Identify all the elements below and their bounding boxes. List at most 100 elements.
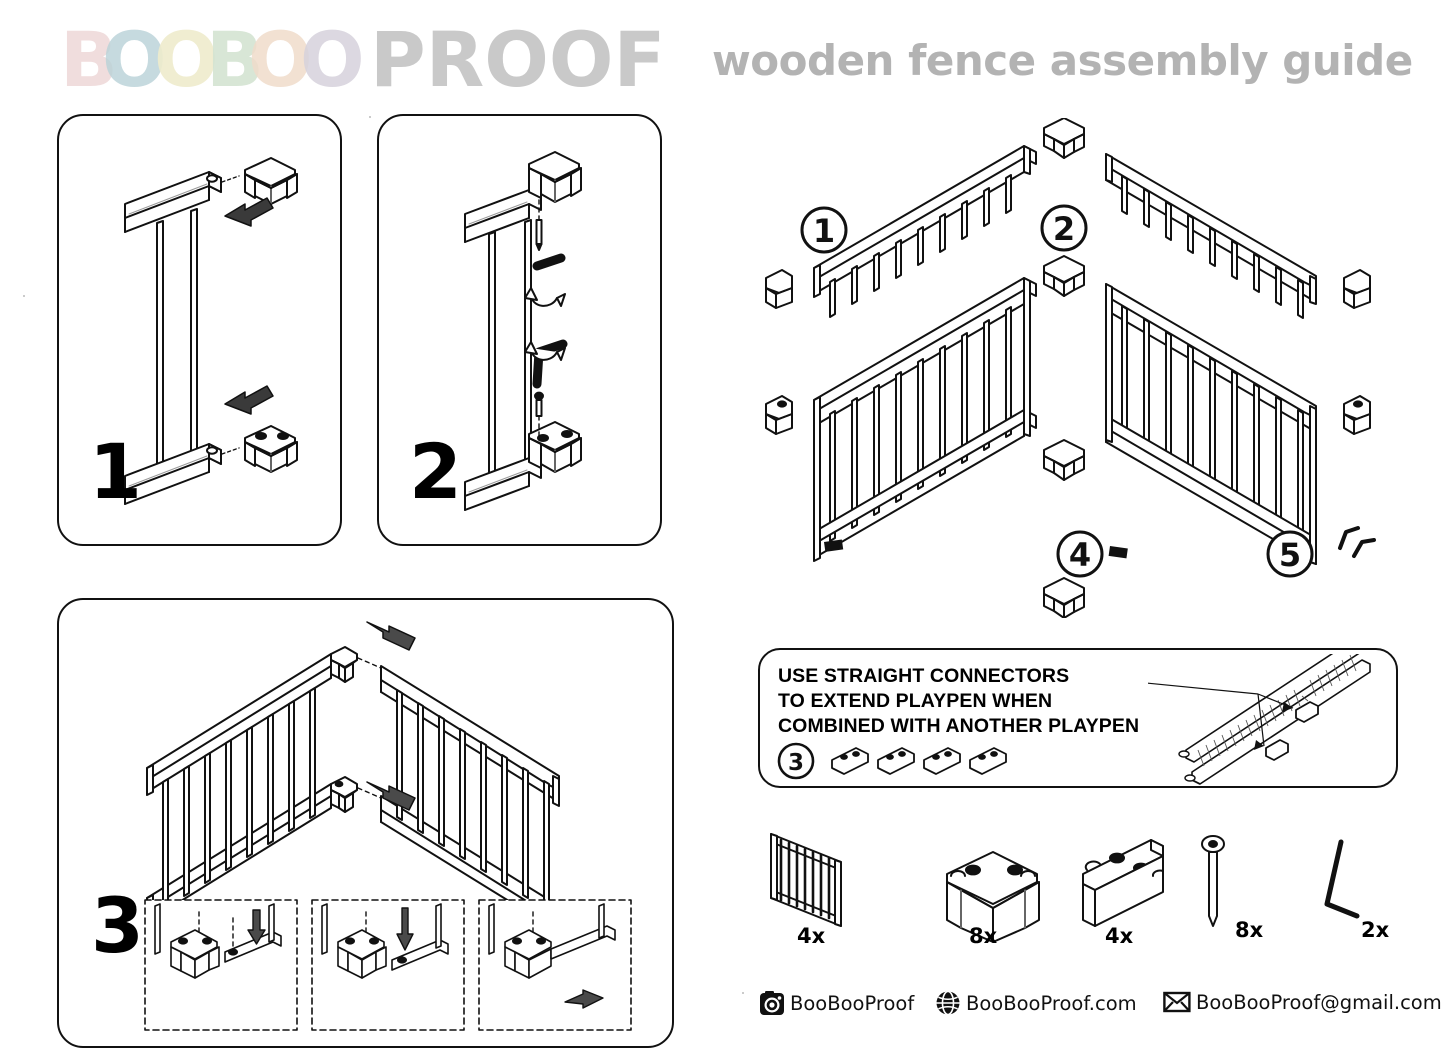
step-panel-3: 3 <box>57 598 674 1048</box>
corner-connector-lower <box>330 776 358 813</box>
corner-connector-icon-left-upper <box>765 269 793 309</box>
extend-diagram <box>1148 654 1371 785</box>
straight-connector-icon-1 <box>831 747 869 775</box>
part-fence-panel <box>770 833 842 927</box>
footer-email-label: BooBooProof@gmail.com <box>1196 990 1442 1014</box>
globe-icon <box>936 990 960 1016</box>
corner-connector-icon-mid-bottom <box>1043 439 1085 481</box>
part-screw <box>1201 835 1225 927</box>
brand-letter-o1: O <box>102 22 167 100</box>
extend-instruction-text: USE STRAIGHT CONNECTORS TO EXTEND PLAYPE… <box>778 664 1168 739</box>
corner-connector-bottom-attached <box>528 421 582 473</box>
envelope-icon <box>1163 991 1191 1013</box>
assembly-arrow-upper <box>366 621 416 651</box>
extend-connectors-row: 3 <box>777 742 1007 780</box>
corner-connector-icon-right-lower <box>1343 395 1371 435</box>
svg-text:3: 3 <box>788 750 804 776</box>
part-qty-fence-panel: 4x <box>797 924 826 948</box>
part-straight-connector <box>1082 839 1164 927</box>
parts-illustrations <box>770 833 1360 943</box>
corner-connector-top-attached <box>528 151 582 203</box>
brand-letter-o4: O <box>300 22 365 100</box>
brand-letter-b2: B <box>206 22 264 100</box>
page-header: B O O B O O PROOF wooden fence assembly … <box>0 0 1445 110</box>
extend-line-2: TO EXTEND PLAYPEN WHEN <box>778 690 1053 712</box>
playpen-illustration: 1 2 4 5 <box>765 117 1376 619</box>
detail-views <box>144 899 632 1031</box>
svg-text:5: 5 <box>1279 536 1301 574</box>
step-number-3: 3 <box>91 881 144 970</box>
straight-connector-icon-3 <box>923 747 961 775</box>
part-qty-corner-connector: 8x <box>969 924 998 948</box>
playpen-panel-back-right <box>1105 153 1317 319</box>
corner-connector-top <box>244 157 298 205</box>
page-footer: BooBooProof BooBooProof.com BooBooProof@… <box>745 988 1442 1028</box>
callout-2: 2 <box>1040 204 1088 252</box>
rotation-arrow-upper <box>524 287 566 307</box>
footer-email[interactable]: BooBooProof@gmail.com <box>1163 990 1442 1014</box>
detail-view-3 <box>478 899 632 1031</box>
footer-website[interactable]: BooBooProof.com <box>935 990 1137 1016</box>
corner-connector-icon-left-lower <box>765 395 793 435</box>
svg-text:1: 1 <box>813 212 835 250</box>
corner-connector-icon-mid-top <box>1043 255 1085 297</box>
extend-line-1: USE STRAIGHT CONNECTORS <box>778 665 1070 687</box>
svg-text:2: 2 <box>1053 210 1075 248</box>
corner-connector-upper <box>330 646 358 683</box>
corner-connector-icon-bottom <box>1043 577 1085 619</box>
step-3-illustration <box>144 621 632 1031</box>
part-qty-screw: 8x <box>1235 918 1264 942</box>
step-1-illustration <box>124 157 298 505</box>
brand-letter-o2: O <box>154 22 219 100</box>
screw-bottom <box>534 391 544 417</box>
part-qty-straight-connector: 4x <box>1105 924 1134 948</box>
step-number-1: 1 <box>89 427 142 516</box>
step-panel-1: 1 <box>57 114 342 546</box>
brand-letter-o3: O <box>248 22 313 100</box>
allen-key-icon-pair <box>1338 526 1376 558</box>
extend-callout-3: 3 <box>777 742 815 780</box>
assembly-arrow-lower <box>366 781 416 811</box>
callout-4: 4 <box>1056 530 1104 578</box>
part-corner-connector <box>946 851 1040 943</box>
rotation-arrow-lower <box>524 341 566 361</box>
corner-connector-icon-top <box>1043 117 1085 159</box>
svg-text:4: 4 <box>1069 536 1091 574</box>
part-allen-key <box>1324 839 1360 919</box>
extend-playpen-info-box: USE STRAIGHT CONNECTORS TO EXTEND PLAYPE… <box>758 648 1398 788</box>
part-qty-allen-key: 2x <box>1361 918 1390 942</box>
fence-panel-left <box>146 653 344 926</box>
footer-website-label: BooBooProof.com <box>966 991 1137 1015</box>
straight-connector-icon-4 <box>969 747 1007 775</box>
scan-speck <box>23 295 25 297</box>
corner-connector-bottom <box>244 425 298 473</box>
assembly-arrow-top <box>224 197 274 227</box>
scan-speck <box>742 992 744 994</box>
playpen-panel-front-right <box>1105 283 1317 565</box>
playpen-callouts: 1 2 4 5 <box>800 204 1314 578</box>
callout-5: 5 <box>1266 530 1314 578</box>
brand-letter-b1: B <box>60 22 118 100</box>
playpen-panel-back-left <box>813 145 1037 318</box>
instagram-icon <box>760 991 784 1015</box>
parts-list: 4x 8x 4x 8x 2x <box>745 812 1410 952</box>
playpen-overview: 1 2 4 5 <box>748 117 1408 619</box>
step-panel-2: 2 <box>377 114 662 546</box>
allen-key-upper <box>532 253 566 271</box>
brand-logo: B O O B O O PROOF <box>60 22 700 100</box>
playpen-panel-front-left <box>813 277 1037 562</box>
footer-instagram[interactable]: BooBooProof <box>759 990 914 1016</box>
step-number-2: 2 <box>409 427 462 516</box>
footer-instagram-label: BooBooProof <box>790 991 915 1015</box>
detail-view-2 <box>311 899 465 1031</box>
assembly-arrow-bottom <box>224 385 274 415</box>
corner-connector-icon-right-upper <box>1343 269 1371 309</box>
scan-speck <box>369 116 371 118</box>
screw-top <box>535 219 543 251</box>
brand-word-proof: PROOF <box>370 22 665 100</box>
extend-line-3: COMBINED WITH ANOTHER PLAYPEN <box>778 715 1140 737</box>
callout-1: 1 <box>800 206 848 254</box>
step-2-illustration <box>464 151 582 511</box>
page-title: wooden fence assembly guide <box>712 36 1413 85</box>
straight-connector-icon-2 <box>877 747 915 775</box>
